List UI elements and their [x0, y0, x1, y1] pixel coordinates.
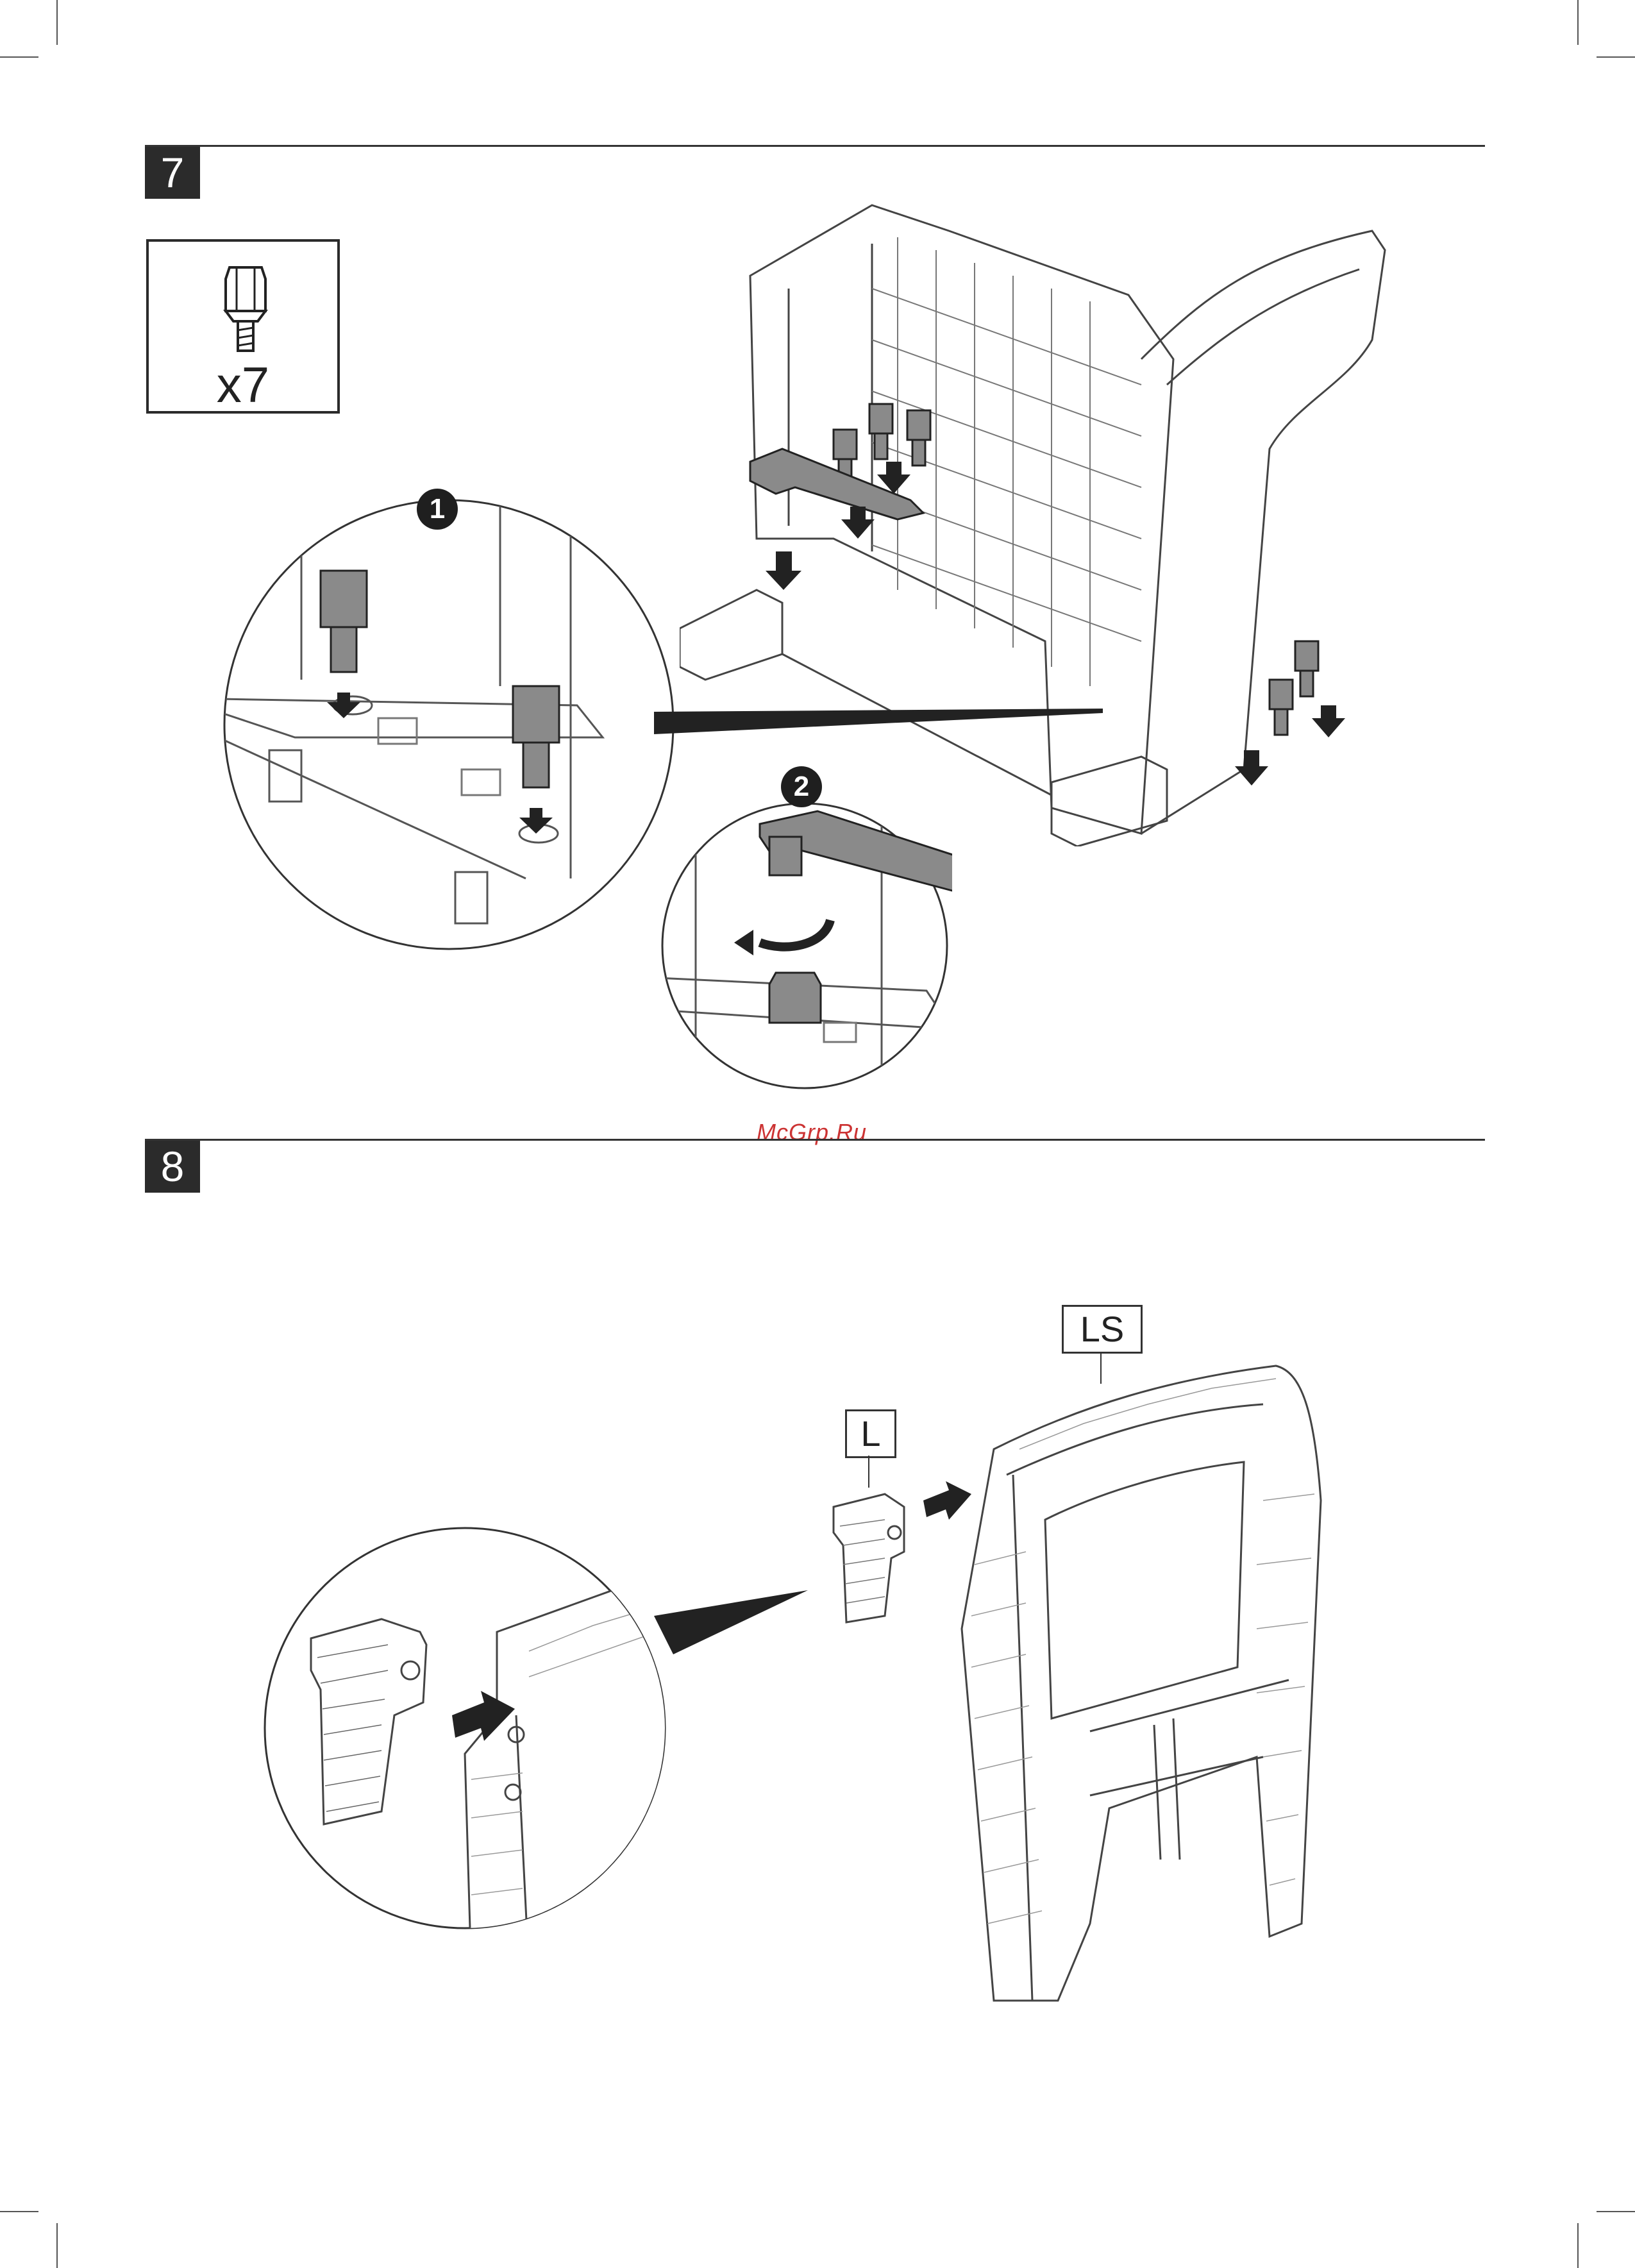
detail-pointer-1 [654, 705, 1116, 757]
step-7-badge: 7 [145, 146, 200, 199]
detail-view-1 [218, 494, 680, 955]
crop-mark-bottom-left-v [56, 2223, 58, 2268]
crop-mark-bottom-right-v [1577, 2223, 1579, 2268]
crop-mark-top-left-v [56, 0, 58, 45]
detail-marker-1: 1 [417, 489, 458, 530]
crop-mark-bottom-right-h [1597, 2211, 1635, 2212]
detail-view-cap [260, 1523, 670, 1933]
crop-mark-top-right-v [1577, 0, 1579, 45]
detail-pointer-cap [654, 1584, 808, 1686]
step-8-divider [145, 1139, 1485, 1141]
crop-mark-top-right-h [1597, 56, 1635, 58]
step-8-badge: 8 [145, 1140, 200, 1193]
step-7-divider [145, 145, 1485, 147]
crop-mark-bottom-left-h [0, 2211, 38, 2212]
detail-marker-2: 2 [781, 766, 822, 807]
detail-view-2 [657, 798, 952, 1093]
side-frame-illustration [814, 1308, 1340, 2026]
screw-bolt-icon [149, 242, 342, 357]
crop-mark-top-left-h [0, 56, 38, 58]
parts-box: x7 [146, 239, 340, 414]
parts-quantity: x7 [149, 356, 337, 414]
watermark: McGrp.Ru [757, 1119, 867, 1146]
